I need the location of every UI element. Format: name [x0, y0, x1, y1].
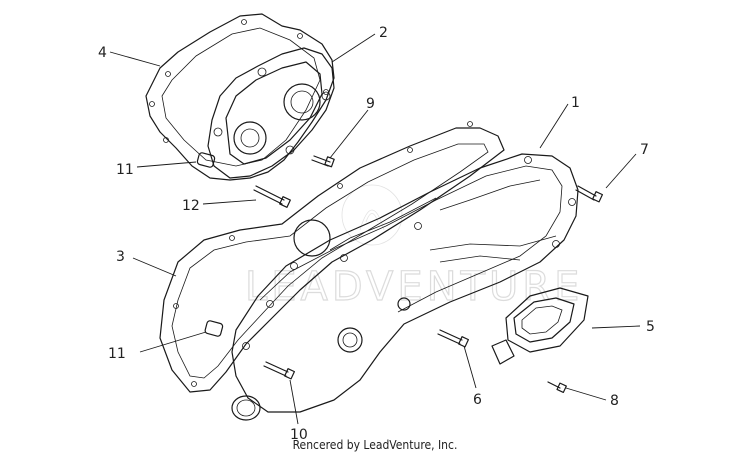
- outer-gasket-holes: [173, 121, 473, 387]
- bolt-9: [311, 155, 335, 168]
- inner-gasket: [145, 13, 335, 181]
- callout-10: 10: [290, 427, 308, 443]
- gasket-holes: [149, 19, 329, 143]
- outer-gasket: [159, 127, 505, 393]
- callout-6: 6: [473, 392, 482, 408]
- gasket-opening: [293, 219, 331, 257]
- cover-outlet: [231, 395, 261, 421]
- callout-11-lower: 11: [108, 346, 126, 362]
- callout-2: 2: [379, 25, 388, 41]
- callout-12: 12: [182, 198, 200, 214]
- main-cover: [231, 153, 579, 413]
- callout-4: 4: [98, 45, 107, 61]
- callout-8: 8: [610, 393, 619, 409]
- callout-9: 9: [366, 96, 375, 112]
- render-credit: Rencered by LeadVenture, Inc.: [292, 438, 458, 452]
- callout-11-upper: 11: [116, 162, 134, 178]
- callout-5: 5: [646, 319, 655, 335]
- screw-8: [547, 381, 567, 394]
- leader-lines: [109, 33, 641, 425]
- dowel-pin-upper: [196, 152, 216, 168]
- dowel-pin-lower: [204, 320, 224, 337]
- callout-1: 1: [571, 95, 580, 111]
- cover-boss: [337, 327, 363, 353]
- bolt-7: [575, 185, 604, 203]
- bolt-12: [253, 185, 291, 208]
- intake-duct: [491, 287, 589, 365]
- watermark: LEADVENTURE: [244, 184, 583, 311]
- callout-7: 7: [640, 142, 649, 158]
- watermark-text: LEADVENTURE: [245, 264, 583, 310]
- bolt-6: [437, 329, 470, 348]
- callout-3: 3: [116, 249, 125, 265]
- callouts: 4 2 1 9 11 12 3 11 7 5 6 8 10: [98, 25, 655, 443]
- bolt-10: [263, 361, 296, 380]
- gear-cover: [207, 47, 335, 179]
